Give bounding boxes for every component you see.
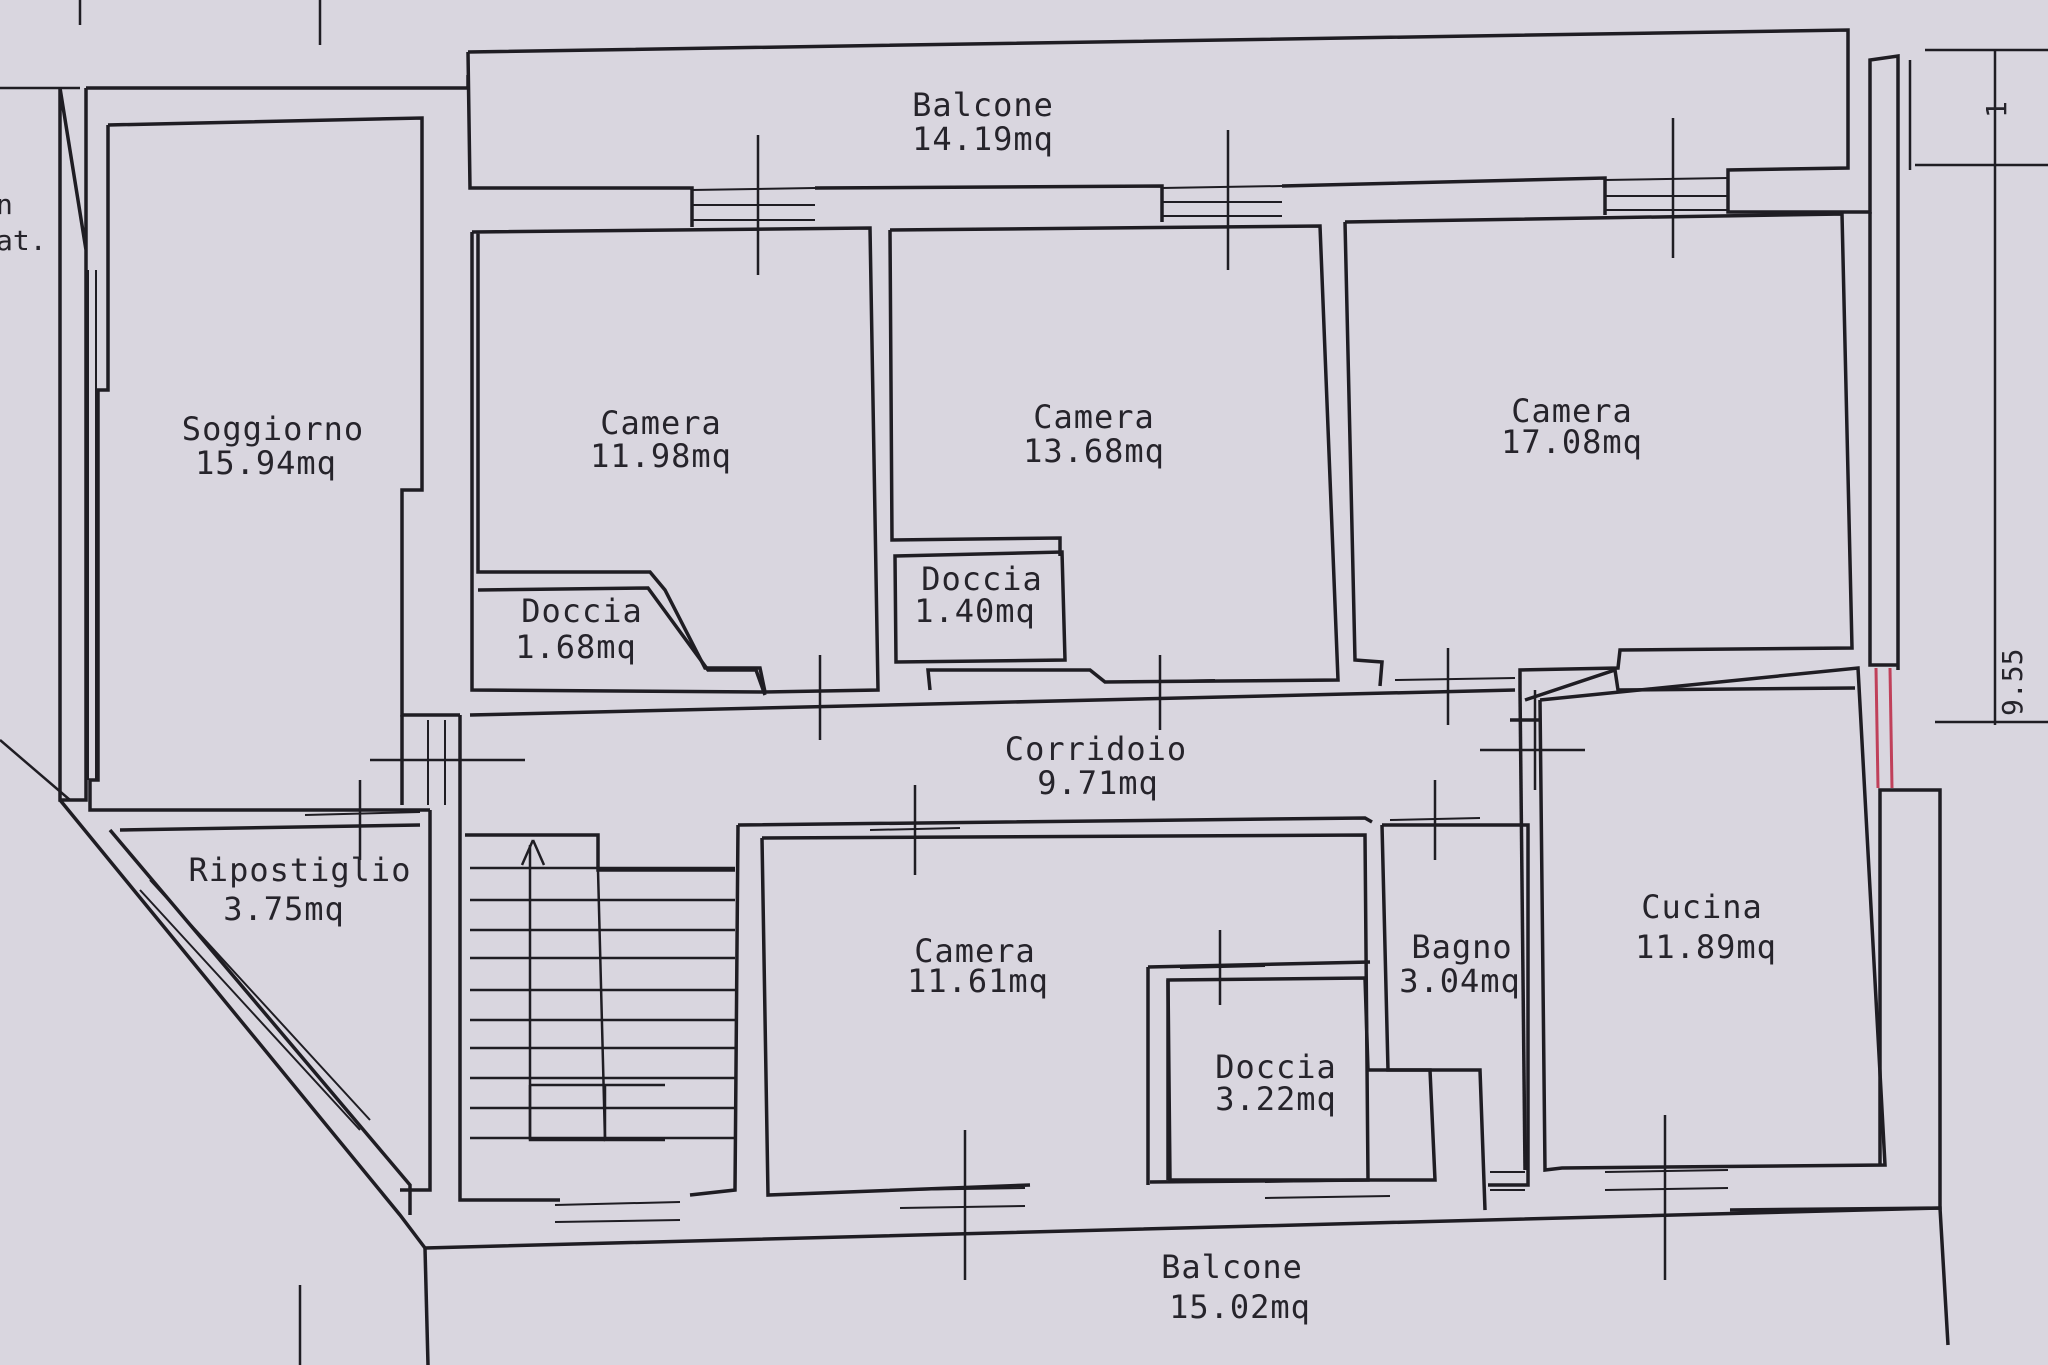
soggiorno-name: Soggiorno xyxy=(182,410,364,448)
balcone-dimension-label: 1 xyxy=(1980,101,2013,118)
camera-4-name: Camera xyxy=(914,932,1036,970)
balcone-top-area: 14.19mq xyxy=(912,120,1054,158)
balcone-top-name: Balcone xyxy=(912,86,1054,124)
bagno-name: Bagno xyxy=(1411,928,1512,966)
corridoio-area: 9.71mq xyxy=(1037,764,1159,802)
doccia-3-name: Doccia xyxy=(1215,1048,1337,1086)
ripostiglio-name: Ripostiglio xyxy=(189,851,412,889)
camera-3-area: 17.08mq xyxy=(1501,423,1643,461)
balcone-bottom-area: 15.02mq xyxy=(1169,1288,1311,1326)
cucina-area: 11.89mq xyxy=(1635,928,1777,966)
doccia-2-area: 1.40mq xyxy=(914,592,1036,630)
doccia-2-name: Doccia xyxy=(921,560,1043,598)
opening-ticks xyxy=(358,118,1675,1280)
doccia-1-name: Doccia xyxy=(521,592,643,630)
camera-1-area: 11.98mq xyxy=(590,437,732,475)
interior-walls xyxy=(119,212,1887,1211)
balcone-bottom-name: Balcone xyxy=(1161,1248,1303,1286)
ripostiglio-area: 3.75mq xyxy=(223,890,345,928)
camera-3-name: Camera xyxy=(1511,392,1633,430)
camera-2-area: 13.68mq xyxy=(1023,432,1165,470)
corridoio-name: Corridoio xyxy=(1005,730,1187,768)
bagno-area: 3.04mq xyxy=(1399,962,1521,1000)
camera-2-name: Camera xyxy=(1033,398,1155,436)
outer-walls xyxy=(58,28,1950,1365)
doccia-3-area: 3.22mq xyxy=(1215,1080,1337,1118)
camera-1-name: Camera xyxy=(600,404,722,442)
room-labels: Balcone 14.19mq Soggiorno 15.94mq Camera… xyxy=(182,86,1777,1326)
margin-fragment-1: n xyxy=(0,188,13,221)
doccia-1-area: 1.68mq xyxy=(515,628,637,666)
camera-4-area: 11.61mq xyxy=(907,962,1049,1000)
soggiorno-area: 15.94mq xyxy=(195,444,337,482)
staircase xyxy=(470,839,735,1142)
margin-fragment-2: at. xyxy=(0,224,47,257)
height-dimension-label: 9.55 xyxy=(1996,649,2029,716)
cucina-name: Cucina xyxy=(1641,888,1763,926)
red-marker xyxy=(1874,667,1894,789)
